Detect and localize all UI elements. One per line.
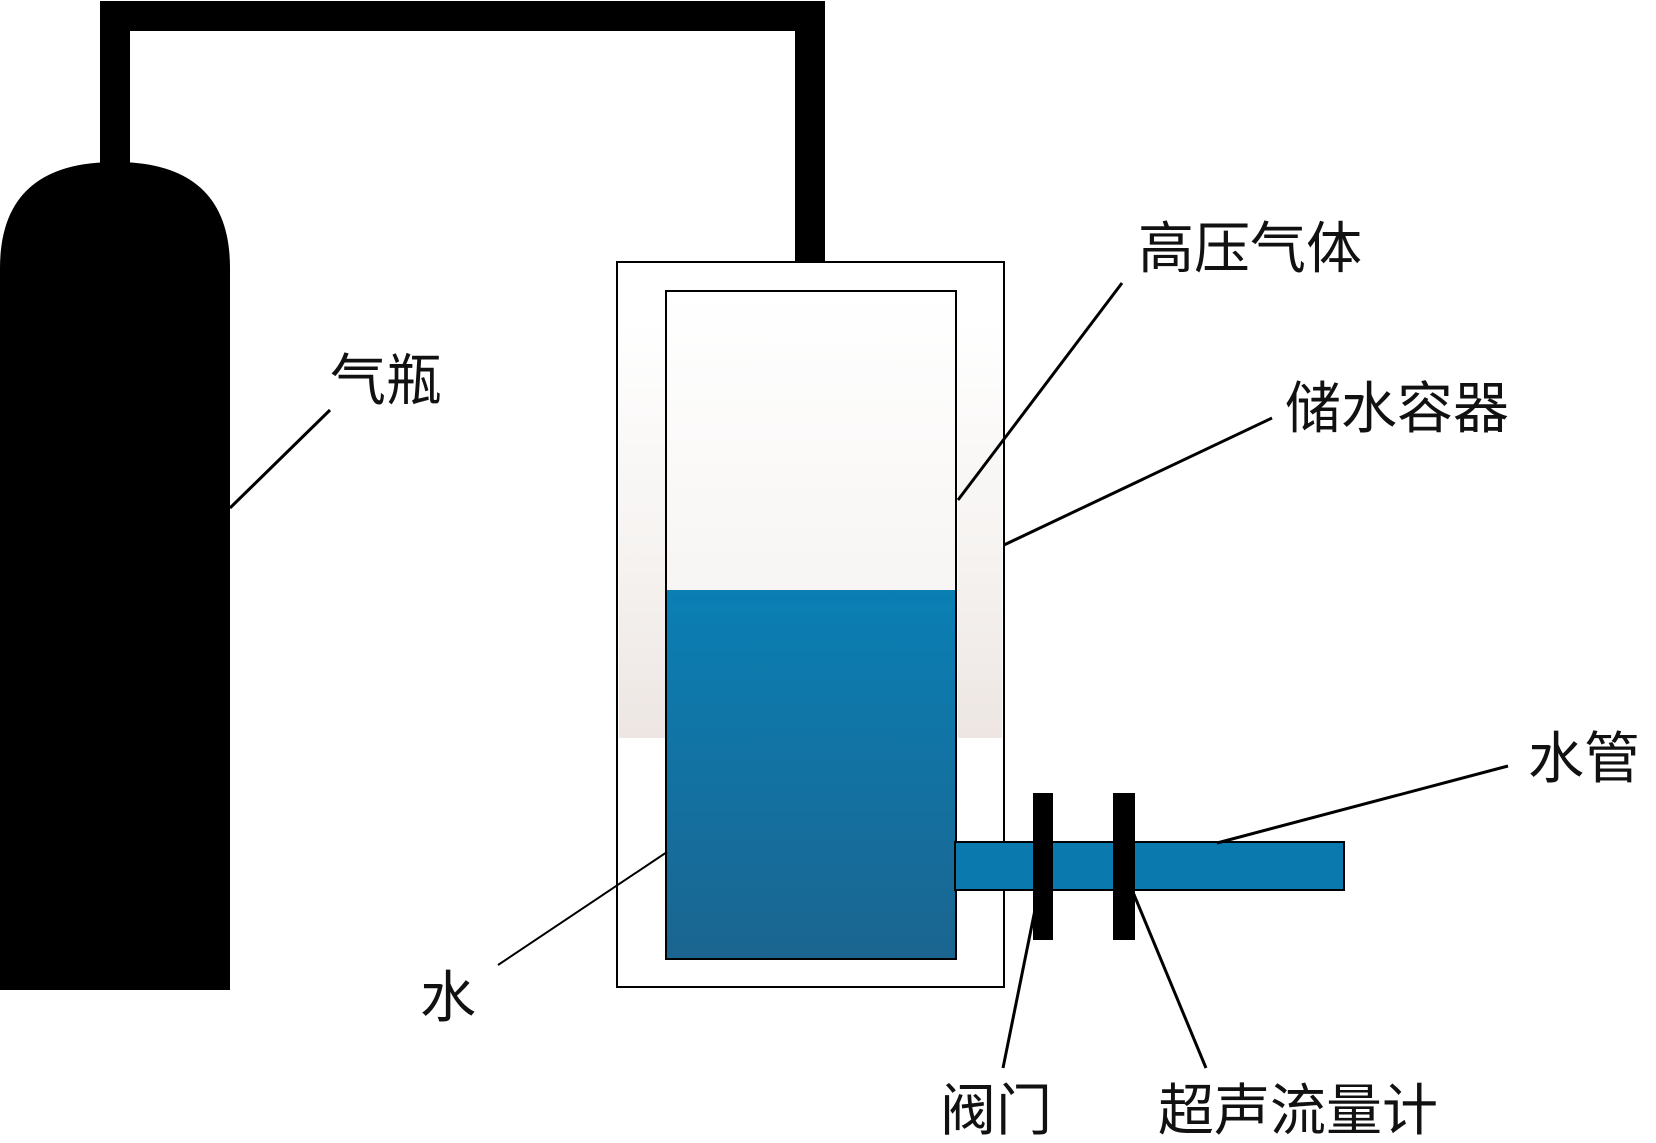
- valve: [1033, 793, 1053, 940]
- leader-valve: [1001, 884, 1042, 1069]
- label-water: 水: [420, 966, 476, 1031]
- label-water-pipe: 水管: [1528, 727, 1640, 792]
- leader-pipe: [1216, 764, 1509, 845]
- gas-cylinder: [0, 162, 230, 990]
- label-cylinder: 气瓶: [330, 349, 442, 414]
- leader-container: [1003, 416, 1273, 547]
- gas-tint-right: [958, 320, 1002, 738]
- gas-tint-left: [619, 320, 665, 738]
- ultrasonic-flowmeter: [1113, 793, 1135, 940]
- label-ultrasonic-flowmeter: 超声流量计: [1158, 1079, 1438, 1143]
- leader-flowmeter: [1128, 884, 1208, 1069]
- water-pipe: [954, 841, 1345, 891]
- label-valve: 阀门: [940, 1079, 1052, 1143]
- leader-cylinder: [228, 408, 332, 510]
- gas-pipe: [100, 1, 825, 290]
- water-body: [667, 590, 955, 958]
- leader-water: [497, 851, 668, 966]
- label-water-container: 储水容器: [1285, 377, 1509, 442]
- leader-gas: [956, 282, 1124, 501]
- label-high-pressure-gas: 高压气体: [1138, 217, 1362, 282]
